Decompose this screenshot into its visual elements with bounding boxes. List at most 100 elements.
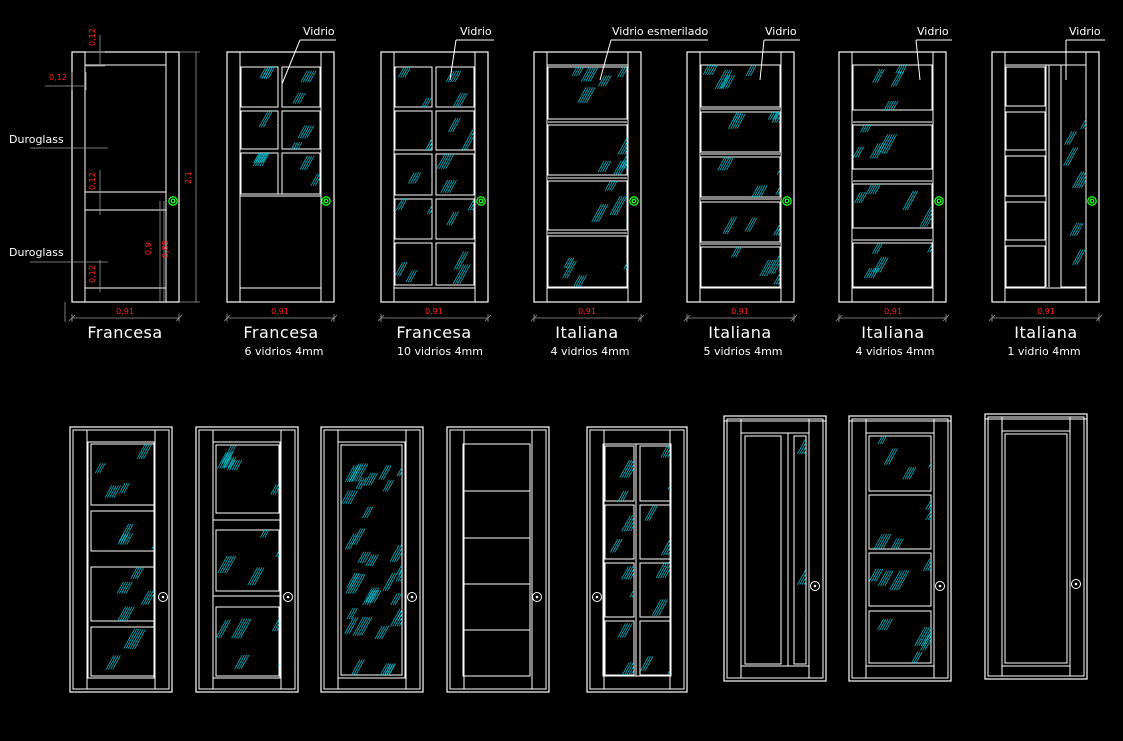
door-6 bbox=[838, 51, 947, 303]
callout-leader bbox=[759, 39, 800, 81]
glass-hatch bbox=[341, 463, 402, 675]
width-dimension-line bbox=[683, 314, 798, 322]
door-handle-icon bbox=[532, 592, 542, 602]
glass-hatch bbox=[651, 563, 670, 616]
glass-callout-3: Vidrio bbox=[460, 25, 492, 38]
glass-pane bbox=[604, 504, 635, 560]
door-handle-icon bbox=[592, 592, 602, 602]
glass-pane bbox=[604, 562, 635, 618]
glass-hatch bbox=[877, 436, 931, 480]
glass-pane bbox=[90, 626, 155, 677]
glass-hatch bbox=[854, 184, 932, 227]
glass-hatch bbox=[610, 515, 634, 553]
glass-hatch bbox=[258, 111, 278, 128]
glass-hatch bbox=[259, 67, 276, 80]
width-dimension-line bbox=[988, 314, 1103, 322]
dim-height: 2,1 bbox=[184, 171, 193, 184]
door-handle-icon bbox=[158, 592, 168, 602]
width-dimension-line bbox=[377, 314, 492, 322]
width-dimension-5: 0,91 bbox=[731, 307, 749, 316]
glass-pane bbox=[700, 111, 781, 153]
glass-hatch bbox=[344, 465, 402, 640]
glass-pane bbox=[547, 180, 628, 231]
blind-panel bbox=[1005, 245, 1046, 288]
glass-pane bbox=[281, 110, 321, 150]
door-handle-icon bbox=[1071, 579, 1081, 589]
blind-panel bbox=[744, 435, 782, 665]
glass-hatch bbox=[105, 628, 146, 670]
glass-hatch bbox=[217, 530, 279, 586]
callout-leader bbox=[915, 39, 952, 81]
door-3 bbox=[380, 51, 489, 303]
glass-hatch bbox=[562, 257, 627, 287]
glass-hatch bbox=[398, 67, 432, 107]
glass-hatch bbox=[395, 262, 418, 283]
glass-hatch bbox=[717, 157, 780, 197]
glass-hatch bbox=[640, 656, 670, 675]
glass-pane bbox=[852, 64, 933, 111]
glass-pane bbox=[90, 443, 155, 506]
glass-hatch bbox=[644, 505, 670, 556]
glass-pane bbox=[1060, 64, 1087, 288]
panel-label-lower: Duroglass bbox=[9, 246, 64, 259]
callout-leader bbox=[1065, 39, 1105, 80]
glass-hatch bbox=[217, 445, 279, 495]
glass-pane bbox=[435, 198, 475, 240]
glass-callout-7: Vidrio bbox=[1069, 25, 1101, 38]
glass-pane bbox=[639, 620, 671, 676]
glass-pane bbox=[435, 66, 475, 108]
glass-hatch bbox=[94, 444, 153, 498]
door-detail-4: 4 vidrios 4mm bbox=[550, 345, 629, 358]
glass-hatch bbox=[597, 137, 627, 175]
glass-pane bbox=[435, 242, 475, 286]
door-2 bbox=[226, 51, 335, 303]
glass-callout-4: Vidrio esmerilado bbox=[612, 25, 708, 38]
glass-pane bbox=[281, 66, 321, 108]
glass-pane bbox=[852, 183, 933, 229]
glass-pane bbox=[604, 445, 635, 502]
glass-hatch bbox=[731, 247, 780, 285]
door-name-6: Italiana bbox=[861, 323, 924, 342]
glass-pane bbox=[394, 198, 433, 240]
glass-pane bbox=[240, 110, 279, 150]
glass-hatch bbox=[621, 566, 634, 598]
glass-pane bbox=[394, 110, 433, 151]
glass-pane bbox=[547, 66, 628, 120]
glass-pane bbox=[604, 620, 635, 676]
glass-pane bbox=[90, 510, 155, 552]
glass-pane bbox=[852, 242, 933, 288]
dim-handle-height: 0,9 bbox=[144, 242, 153, 255]
glass-pane bbox=[215, 529, 280, 592]
glass-pane bbox=[394, 66, 433, 108]
glass-hatch bbox=[408, 172, 432, 184]
door-handle-icon bbox=[629, 196, 639, 206]
width-dimension-line bbox=[68, 314, 183, 322]
glass-pane bbox=[868, 610, 932, 664]
door-geometry bbox=[30, 35, 1105, 693]
door-handle-icon bbox=[782, 196, 792, 206]
callout-leader bbox=[281, 39, 336, 85]
width-dimension-6: 0,91 bbox=[884, 307, 902, 316]
glass-pane bbox=[868, 494, 932, 550]
glass-callout-2: Vidrio bbox=[303, 25, 335, 38]
dim-mid-rail: 0,12 bbox=[88, 172, 97, 190]
door-name-7: Italiana bbox=[1014, 323, 1077, 342]
door-b5 bbox=[586, 426, 688, 693]
door-handle-icon bbox=[321, 196, 331, 206]
glass-hatch bbox=[722, 216, 780, 236]
glass-hatch bbox=[436, 154, 457, 194]
glass-pane bbox=[240, 66, 279, 108]
width-dimension-line bbox=[530, 314, 645, 322]
callout-leader bbox=[449, 39, 494, 81]
door-name-5: Italiana bbox=[708, 323, 771, 342]
glass-pane bbox=[394, 153, 433, 196]
glass-callout-5: Vidrio bbox=[765, 25, 797, 38]
door-handle-icon bbox=[1087, 196, 1097, 206]
glass-pane bbox=[868, 435, 932, 492]
glass-pane bbox=[700, 201, 781, 243]
width-dimension-2: 0,91 bbox=[271, 307, 289, 316]
glass-hatch bbox=[872, 65, 908, 110]
glass-hatch bbox=[291, 125, 315, 149]
glass-hatch bbox=[216, 618, 279, 670]
glass-hatch bbox=[299, 155, 320, 187]
